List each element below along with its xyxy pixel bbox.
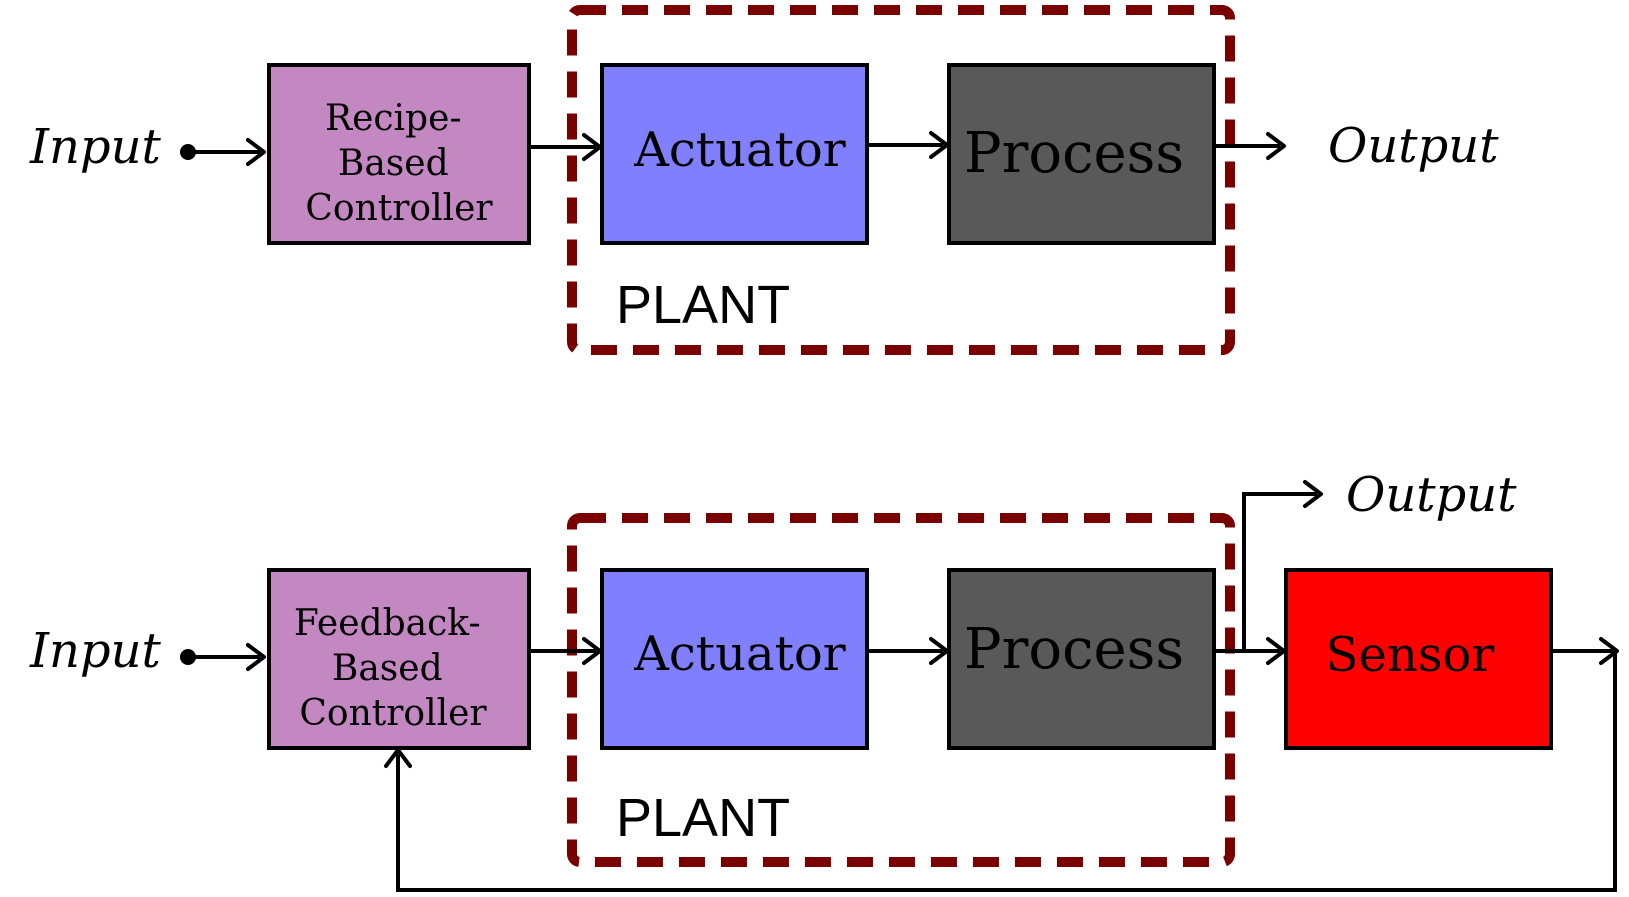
feedback-line [396, 651, 1617, 892]
controller-label: Recipe- Based Controller [305, 98, 493, 229]
feedback-arrowhead [384, 748, 412, 768]
actuator-box [600, 63, 869, 245]
open-loop-diagram: Input Recipe- Based Controller Actuator … [29, 5, 1499, 355]
process-label: Process [964, 121, 1184, 186]
controller-box [267, 568, 531, 750]
input-arrowhead [246, 643, 266, 671]
output-label: Output [1346, 467, 1517, 523]
actuator-label: Actuator [633, 626, 846, 682]
controller-label: Feedback- Based Controller [294, 603, 492, 734]
input-arrowhead [246, 138, 266, 166]
process-label: Process [964, 617, 1184, 682]
plant-label: PLANT [616, 788, 790, 848]
process-box [947, 568, 1216, 750]
closed-loop-diagram: Input Feedback- Based Controller Actuato… [29, 467, 1619, 892]
plant-boundary [567, 513, 1235, 867]
output-branch-arrow [1242, 492, 1317, 651]
plant-boundary [567, 5, 1235, 355]
input-label: Input [29, 623, 162, 679]
process-box [947, 63, 1216, 245]
controller-box [267, 63, 531, 245]
actuator-label: Actuator [633, 122, 846, 178]
output-arrowhead [1303, 480, 1323, 508]
plant-label: PLANT [616, 275, 790, 335]
sensor-label: Sensor [1326, 627, 1495, 683]
output-label: Output [1328, 118, 1499, 174]
output-arrowhead [1266, 132, 1286, 160]
actuator-box [600, 568, 869, 750]
sensor-box [1284, 568, 1553, 750]
input-label: Input [29, 119, 162, 175]
